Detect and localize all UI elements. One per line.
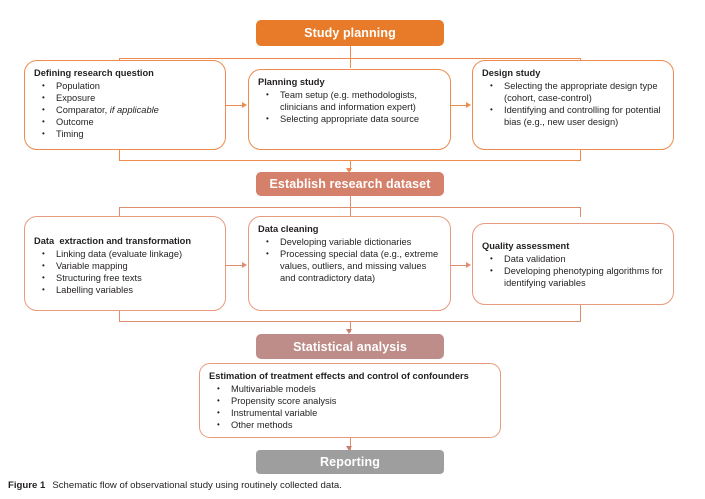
list-item: Exposure (34, 92, 217, 104)
box-defining-research-question: Defining research question Population Ex… (24, 60, 226, 150)
box-title: Planning study (258, 77, 325, 87)
connector-extraction-to-cleaning (226, 264, 243, 266)
arrow-defining-to-planning-head (242, 101, 247, 108)
connector-row2-left-drop (119, 207, 121, 217)
connector-dataset-stem (349, 196, 351, 208)
stage-banner-establish-dataset: Establish research dataset (256, 172, 444, 196)
arrow-planning-to-design-head (466, 101, 471, 108)
box-planning-study: Planning study Team setup (e.g. methodol… (248, 69, 451, 150)
connector-cleaning-to-quality (451, 264, 467, 266)
list-item: Variable mapping (34, 260, 217, 272)
connector-row2-right-drop (580, 207, 582, 217)
box-title: Estimation of treatment effects and cont… (209, 371, 469, 381)
arrow-to-reporting (346, 446, 353, 451)
arrow-to-statistical-analysis (346, 329, 353, 334)
connector-row2-to-statistical (349, 321, 351, 332)
connector-study-planning-stem (349, 46, 351, 59)
box-bullet-list: Linking data (evaluate linkage) Variable… (34, 247, 217, 296)
box-bullet-list: Multivariable models Propensity score an… (209, 382, 492, 431)
box-bullet-list: Team setup (e.g. methodologists, clinici… (258, 88, 442, 125)
connector-row2-left-rise (119, 311, 121, 322)
list-item: Labelling variables (34, 284, 217, 296)
box-title: Data cleaning (258, 224, 319, 234)
stage-banner-reporting: Reporting (256, 450, 444, 474)
emphasis-text: if applicable (109, 105, 159, 116)
list-item: Selecting the appropriate design type (c… (482, 79, 665, 104)
box-bullet-list: Selecting the appropriate design type (c… (482, 79, 665, 128)
box-title: Quality assessment (482, 241, 570, 251)
list-item: Comparator, if applicable (34, 104, 217, 116)
list-item: Linking data (evaluate linkage) (34, 247, 217, 260)
list-item: Developing variable dictionaries (258, 235, 442, 248)
box-title: Defining research question (34, 68, 154, 78)
figure-caption-label: Figure 1 (8, 480, 46, 491)
box-title: Data extraction and transformation (34, 236, 192, 246)
figure-caption-text: Schematic flow of observational study us… (52, 480, 342, 491)
box-title: Design study (482, 68, 541, 78)
list-item: Selecting appropriate data source (258, 113, 442, 125)
box-data-cleaning: Data cleaning Developing variable dictio… (248, 216, 451, 311)
list-item: Team setup (e.g. methodologists, clinici… (258, 88, 442, 113)
list-item: Other methods (209, 419, 492, 431)
connector-row1-center-drop (349, 58, 351, 68)
list-item: Population (34, 79, 217, 92)
connector-row1-right-rise (580, 150, 582, 161)
box-bullet-list: Developing variable dictionaries Process… (258, 235, 442, 284)
box-quality-assessment: Quality assessment Data validation Devel… (472, 223, 674, 305)
box-estimation-of-treatment-effects: Estimation of treatment effects and cont… (199, 363, 501, 438)
arrow-cleaning-to-quality-head (466, 261, 471, 268)
figure-caption: Figure 1 Schematic flow of observational … (8, 479, 342, 492)
connector-defining-to-planning (226, 104, 243, 106)
connector-row2-center-drop (349, 207, 351, 217)
list-item: Outcome (34, 116, 217, 128)
list-item: Data validation (482, 252, 665, 265)
box-bullet-list: Population Exposure Comparator, if appli… (34, 79, 217, 140)
list-item: Identifying and controlling for potentia… (482, 104, 665, 128)
list-item: Developing phenotyping algorithms for id… (482, 265, 665, 289)
list-item: Multivariable models (209, 382, 492, 395)
connector-row2-right-rise (580, 305, 582, 322)
list-item: Timing (34, 128, 217, 140)
stage-banner-statistical-analysis: Statistical analysis (256, 334, 444, 359)
box-bullet-list: Data validation Developing phenotyping a… (482, 252, 665, 289)
box-design-study: Design study Selecting the appropriate d… (472, 60, 674, 150)
list-item: Instrumental variable (209, 407, 492, 419)
list-item: Propensity score analysis (209, 395, 492, 407)
box-data-extraction-and-transformation: Data extraction and transformation Linki… (24, 216, 226, 311)
arrow-to-establish-dataset (346, 168, 353, 173)
connector-row1-to-dataset (349, 160, 351, 171)
connector-row1-left-rise (119, 150, 121, 161)
connector-planning-to-design (451, 104, 467, 106)
arrow-extraction-to-cleaning-head (242, 261, 247, 268)
list-item: Structuring free texts (34, 272, 217, 284)
stage-banner-study-planning: Study planning (256, 20, 444, 46)
connector-estimation-to-reporting (349, 438, 351, 450)
list-item: Processing special data (e.g., extreme v… (258, 248, 442, 284)
